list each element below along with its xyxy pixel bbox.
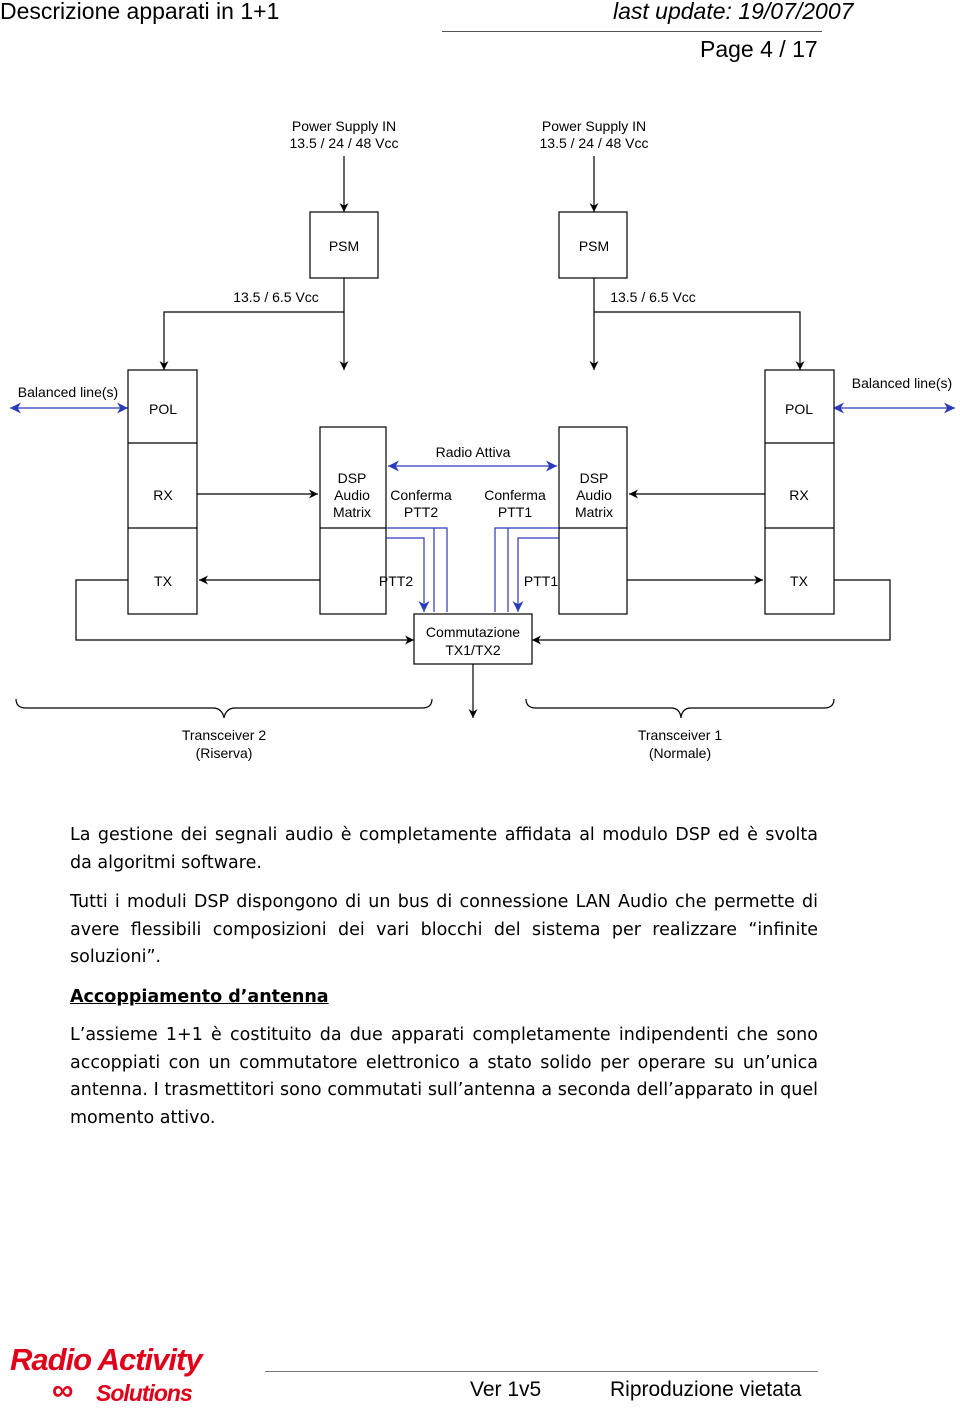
transceiver1-brace [525,698,835,719]
dsp-left-label-1: DSP [338,470,367,486]
balanced-right-label: Balanced line(s) [852,375,952,391]
ptt1-label: PTT1 [524,573,558,589]
pol-left-label: POL [149,401,177,417]
rights-notice: Riproduzione vietata [610,1378,802,1401]
conferma-ptt2-line [386,527,435,612]
paragraph-antenna-coupling: L’assieme 1+1 è costituito da due appara… [70,1025,818,1128]
ps-right-label-2: 13.5 / 24 / 48 Vcc [540,135,649,151]
ps-left-label-2: 13.5 / 24 / 48 Vcc [290,135,399,151]
tx-right-label: TX [790,573,809,589]
psm-left-box [309,211,379,279]
transceiver2-label-2: (Riserva) [196,745,253,761]
conferma-ptt1-line [507,527,559,612]
dsp-right-box [558,426,628,615]
page-number: Page 4 / 17 [700,36,818,62]
commutazione-label-1: Commutazione [426,624,520,640]
header-divider [442,31,822,32]
radio-attiva-label: Radio Attiva [436,444,511,460]
psm-left-label: PSM [329,238,359,254]
footer-divider [265,1371,818,1372]
document-title: Descrizione apparati in 1+1 [0,0,280,24]
last-update: last update: 19/07/2007 [613,0,854,24]
conferma-ptt2-label-2: PTT2 [404,504,438,520]
paragraph-dsp-audio: La gestione dei segnali audio è completa… [70,825,818,873]
left-unit-box [127,369,198,615]
transceiver1-label-1: Transceiver 1 [638,727,723,743]
dsp-left-label-2: Audio [334,487,370,503]
ps-left-label-1: Power Supply IN [292,118,396,134]
conferma-ptt2-label-1: Conferma [390,487,452,503]
vcc-right-label: 13.5 / 6.5 Vcc [610,289,696,305]
dsp-left-box [319,426,387,615]
psm-right-label: PSM [579,238,609,254]
psm-right-box [558,211,628,279]
ptt1-to-switch-line [512,537,559,612]
tx-left-label: TX [154,573,173,589]
ps-right-label-1: Power Supply IN [542,118,646,134]
commutazione-label-2: TX1/TX2 [445,642,500,658]
conferma-ptt1-label-1: Conferma [484,487,546,503]
block-diagram: Power Supply IN 13.5 / 24 / 48 Vcc Power… [10,118,955,761]
rx-right-label: RX [789,487,809,503]
transceiver1-label-2: (Normale) [649,745,711,761]
vcc-left-label: 13.5 / 6.5 Vcc [233,289,319,305]
rx-left-label: RX [153,487,173,503]
transceiver2-label-1: Transceiver 2 [182,727,267,743]
company-logo: Radio Activity [10,1342,203,1377]
conferma-ptt1-label-2: PTT1 [498,504,532,520]
dsp-right-label-3: Matrix [575,504,613,520]
paragraph-lan-audio: Tutti i moduli DSP dispongono di un bus … [70,892,818,967]
ptt2-to-switch-line [386,537,430,612]
dsp-left-label-3: Matrix [333,504,371,520]
dsp-right-label-2: Audio [576,487,612,503]
version-label: Ver 1v5 [470,1378,542,1401]
infinity-logo-icon: ∞ [52,1374,74,1407]
section-heading: Accoppiamento d’antenna [70,987,329,1007]
balanced-left-label: Balanced line(s) [18,384,118,400]
dsp-right-label-1: DSP [580,470,609,486]
commutazione-box [413,613,533,665]
company-logo-sub: Solutions [96,1380,193,1406]
ptt2-label: PTT2 [379,573,413,589]
right-unit-box [764,369,835,615]
pol-right-label: POL [785,401,813,417]
transceiver2-brace [15,698,433,719]
